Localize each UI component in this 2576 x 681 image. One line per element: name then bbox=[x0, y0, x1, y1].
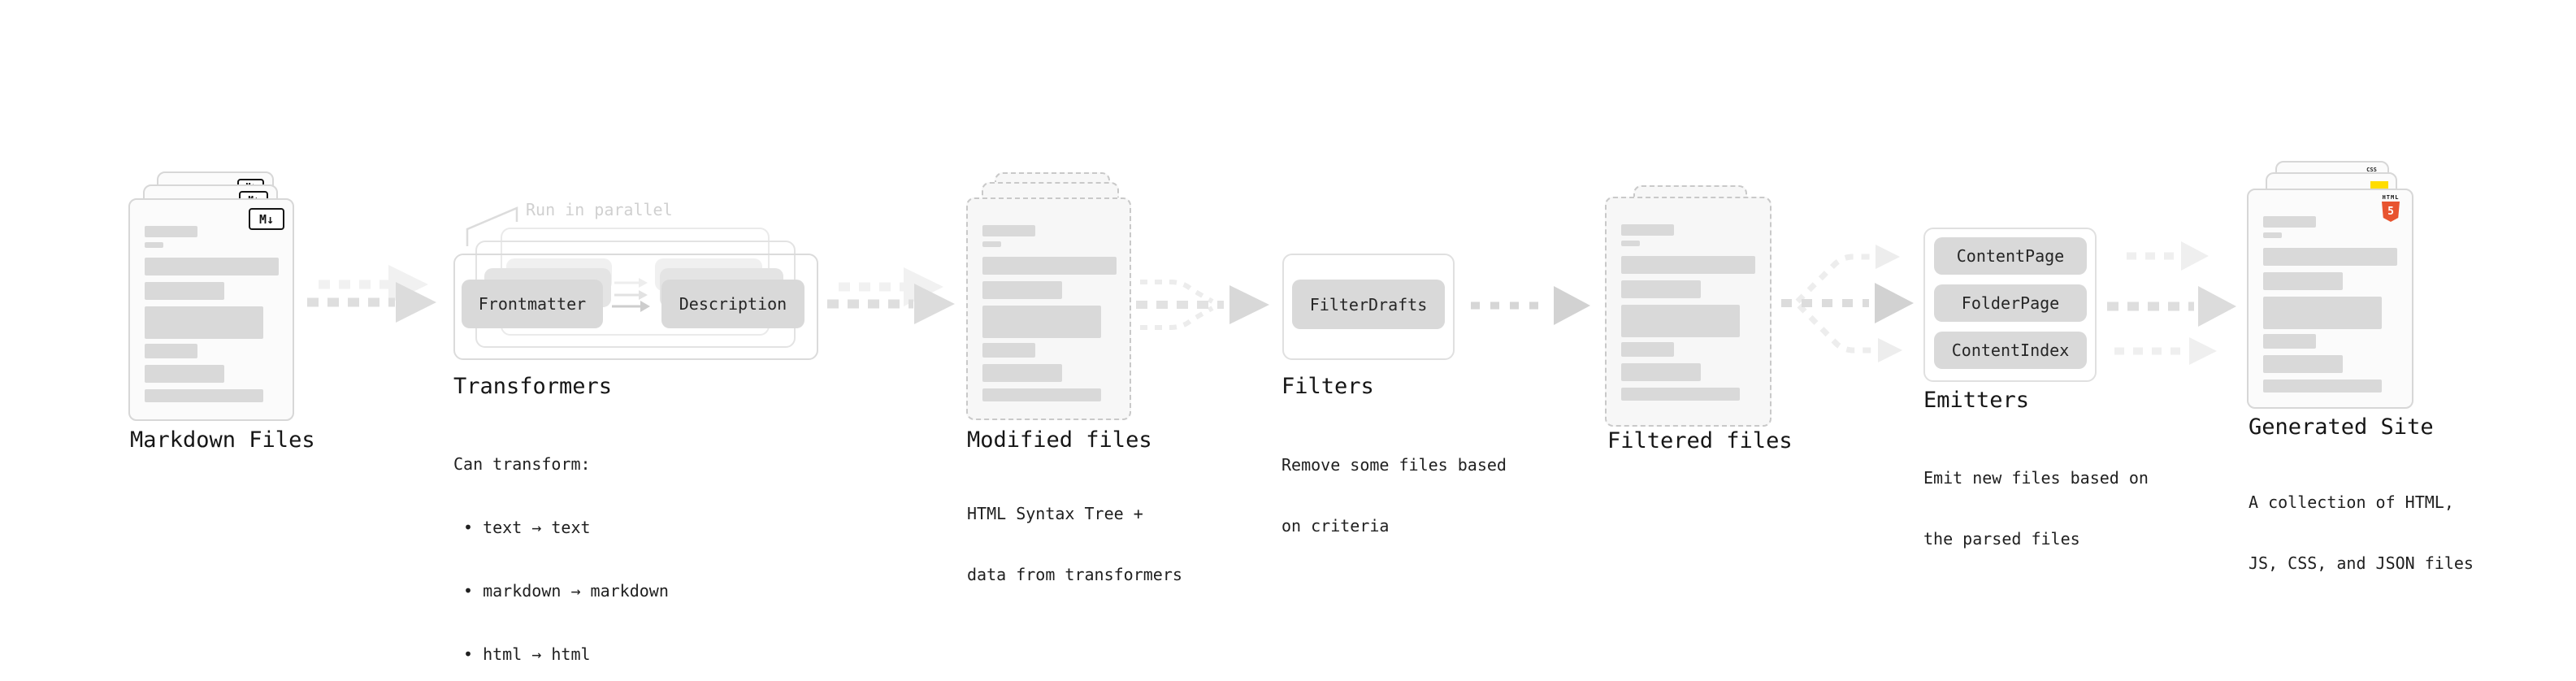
content-bar bbox=[2263, 272, 2343, 290]
content-bar bbox=[1621, 363, 1701, 381]
modified-file-card-front bbox=[966, 197, 1131, 420]
description-line: the parsed files bbox=[1923, 529, 2080, 549]
arrow-modified-to-filters-merge bbox=[1136, 280, 1269, 330]
description-line: on criteria bbox=[1281, 516, 1390, 536]
arrows-emitters-to-generated bbox=[2107, 241, 2236, 365]
markdown-file-card-front: M↓ bbox=[128, 198, 294, 421]
content-bar bbox=[982, 364, 1062, 382]
filtered-file-card-front bbox=[1605, 197, 1772, 427]
emitters-label: Emitters bbox=[1923, 388, 2030, 413]
description-line: Can transform: bbox=[453, 454, 591, 474]
run-in-parallel-note: Run in parallel bbox=[526, 200, 673, 219]
description-step: Description bbox=[661, 280, 804, 328]
doc-content-bars bbox=[145, 226, 279, 402]
html5-icon: HTML 5 bbox=[2380, 194, 2401, 222]
content-bar bbox=[982, 306, 1101, 338]
filters-description: Remove some files based on criteria bbox=[1281, 414, 1507, 577]
content-bar bbox=[145, 344, 197, 358]
markdown-icon: M↓ bbox=[249, 208, 284, 230]
content-bar bbox=[1621, 388, 1740, 401]
content-bar bbox=[982, 388, 1101, 401]
content-bar bbox=[1621, 256, 1755, 274]
content-bar bbox=[145, 365, 224, 383]
folderpage-emitter: FolderPage bbox=[1934, 284, 2087, 322]
description-line: Remove some files based bbox=[1281, 455, 1507, 475]
description-line: JS, CSS, and JSON files bbox=[2249, 553, 2474, 573]
generated-site-description: A collection of HTML, JS, CSS, and JSON … bbox=[2249, 452, 2474, 614]
transformers-description: Can transform: • text → text • markdown … bbox=[453, 411, 669, 681]
content-bar bbox=[2263, 232, 2282, 238]
contentindex-emitter: ContentIndex bbox=[1934, 332, 2087, 369]
description-line: • text → text bbox=[463, 518, 591, 537]
content-bar bbox=[1621, 241, 1640, 246]
css-icon-word: CSS bbox=[2366, 167, 2377, 173]
description-line: A collection of HTML, bbox=[2249, 492, 2454, 512]
generated-file-card-front: HTML 5 bbox=[2247, 189, 2413, 409]
content-bar bbox=[982, 225, 1035, 236]
content-bar bbox=[2263, 248, 2397, 266]
arrow-transformers-to-modified bbox=[827, 267, 955, 324]
content-bar bbox=[145, 258, 279, 275]
content-bar bbox=[1621, 305, 1740, 337]
generated-site-label: Generated Site bbox=[2249, 414, 2434, 440]
markdown-files-label: Markdown Files bbox=[130, 427, 315, 453]
content-bar bbox=[1621, 342, 1674, 357]
content-bar bbox=[2263, 297, 2382, 329]
content-bar bbox=[2263, 355, 2343, 373]
description-line: • html → html bbox=[463, 644, 591, 664]
arrow-filters-to-filtered bbox=[1471, 286, 1590, 325]
frontmatter-step: Frontmatter bbox=[462, 280, 603, 328]
transformer-lane-front bbox=[453, 254, 818, 360]
doc-content-bars bbox=[982, 225, 1117, 401]
content-bar bbox=[145, 306, 263, 339]
filterdrafts-step: FilterDrafts bbox=[1292, 280, 1445, 329]
arrow-markdown-to-transformers bbox=[307, 265, 436, 323]
contentpage-emitter: ContentPage bbox=[1934, 237, 2087, 275]
arrow-filtered-to-emitters-split bbox=[1781, 245, 1914, 362]
description-line: Emit new files based on bbox=[1923, 468, 2149, 488]
doc-content-bars bbox=[1621, 224, 1755, 401]
content-bar bbox=[2263, 216, 2316, 228]
content-bar bbox=[145, 242, 163, 248]
content-bar bbox=[982, 257, 1117, 275]
content-bar bbox=[145, 226, 197, 237]
content-bar bbox=[982, 281, 1062, 299]
description-line: data from transformers bbox=[967, 565, 1182, 584]
modified-files-label: Modified files bbox=[967, 427, 1152, 453]
content-bar bbox=[145, 389, 263, 402]
modified-files-description: HTML Syntax Tree + data from transformer… bbox=[967, 463, 1182, 626]
javascript-icon bbox=[2370, 181, 2388, 189]
content-bar bbox=[982, 343, 1035, 358]
content-bar bbox=[2263, 334, 2316, 349]
transformers-label: Transformers bbox=[453, 374, 613, 399]
html5-icon-shield: 5 bbox=[2382, 202, 2400, 222]
description-line: HTML Syntax Tree + bbox=[967, 504, 1143, 523]
content-bar bbox=[2263, 380, 2382, 393]
content-bar bbox=[1621, 280, 1701, 298]
content-bar bbox=[982, 241, 1001, 247]
emitters-description: Emit new files based on the parsed files bbox=[1923, 427, 2149, 590]
filtered-files-label: Filtered files bbox=[1607, 428, 1793, 453]
description-line: • markdown → markdown bbox=[463, 581, 669, 601]
filters-label: Filters bbox=[1281, 374, 1374, 399]
html5-icon-word: HTML bbox=[2382, 194, 2400, 201]
content-bar bbox=[1621, 224, 1674, 236]
doc-content-bars bbox=[2263, 216, 2397, 393]
content-bar bbox=[145, 282, 224, 300]
